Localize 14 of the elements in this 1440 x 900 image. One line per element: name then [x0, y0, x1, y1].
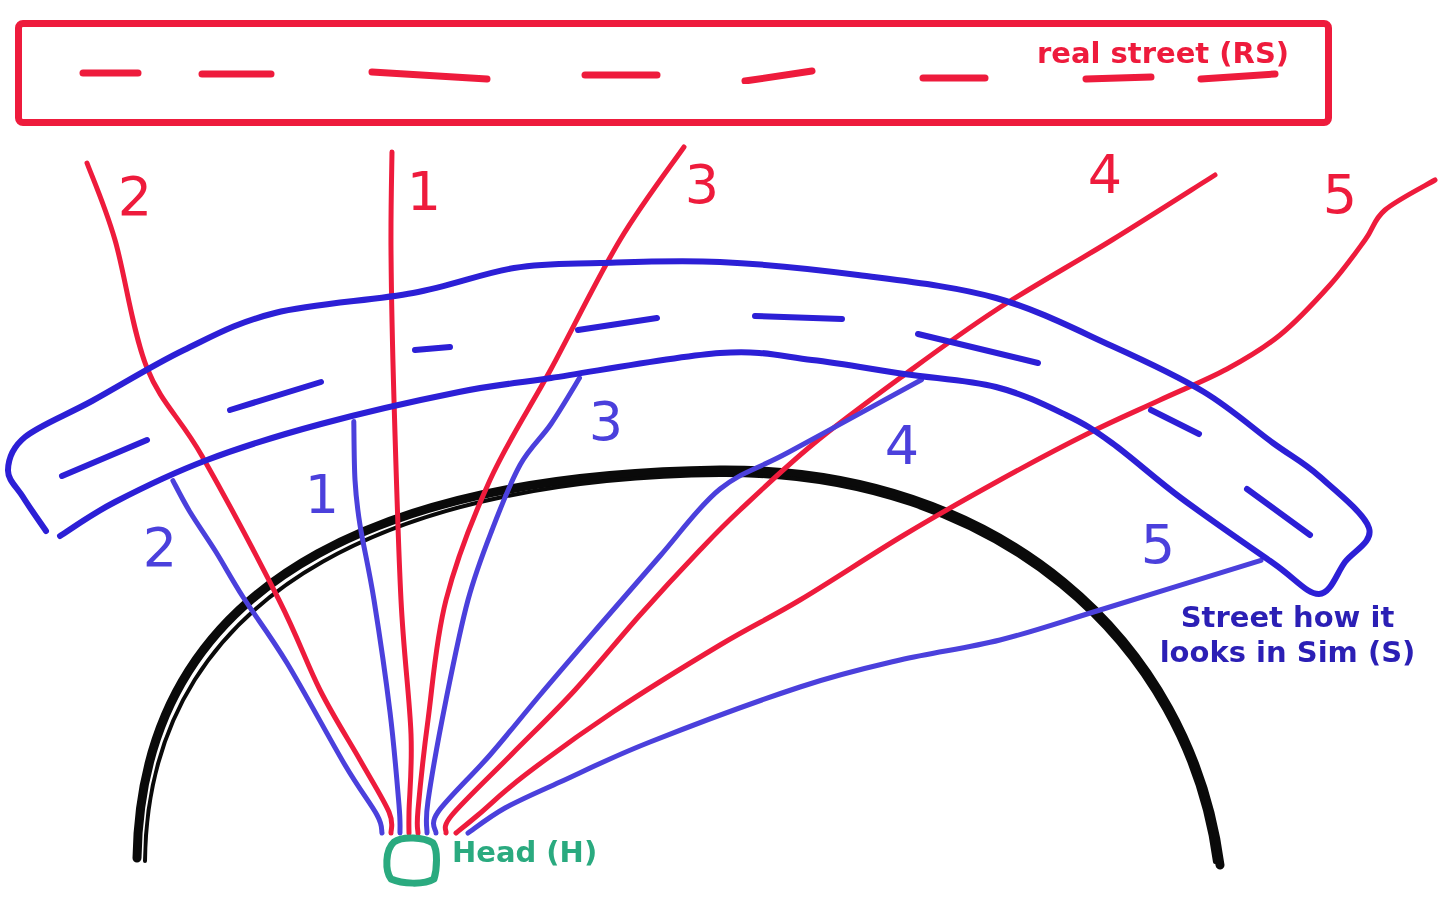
sight-line — [414, 144, 687, 836]
sight-line — [465, 557, 1264, 836]
sight-line — [84, 160, 395, 836]
sight-line — [423, 375, 582, 836]
sight-line — [170, 478, 385, 836]
street-label: real street (RS) — [1037, 36, 1290, 70]
sight-line — [453, 177, 1438, 836]
band-caption: Street how it looks in Sim (S) — [1158, 600, 1417, 670]
sight-line — [388, 149, 414, 836]
head-label: Head (H) — [452, 835, 598, 869]
street-box — [15, 20, 1332, 126]
sight-line — [431, 377, 924, 836]
sight-line — [442, 172, 1218, 836]
sight-line — [351, 419, 403, 836]
